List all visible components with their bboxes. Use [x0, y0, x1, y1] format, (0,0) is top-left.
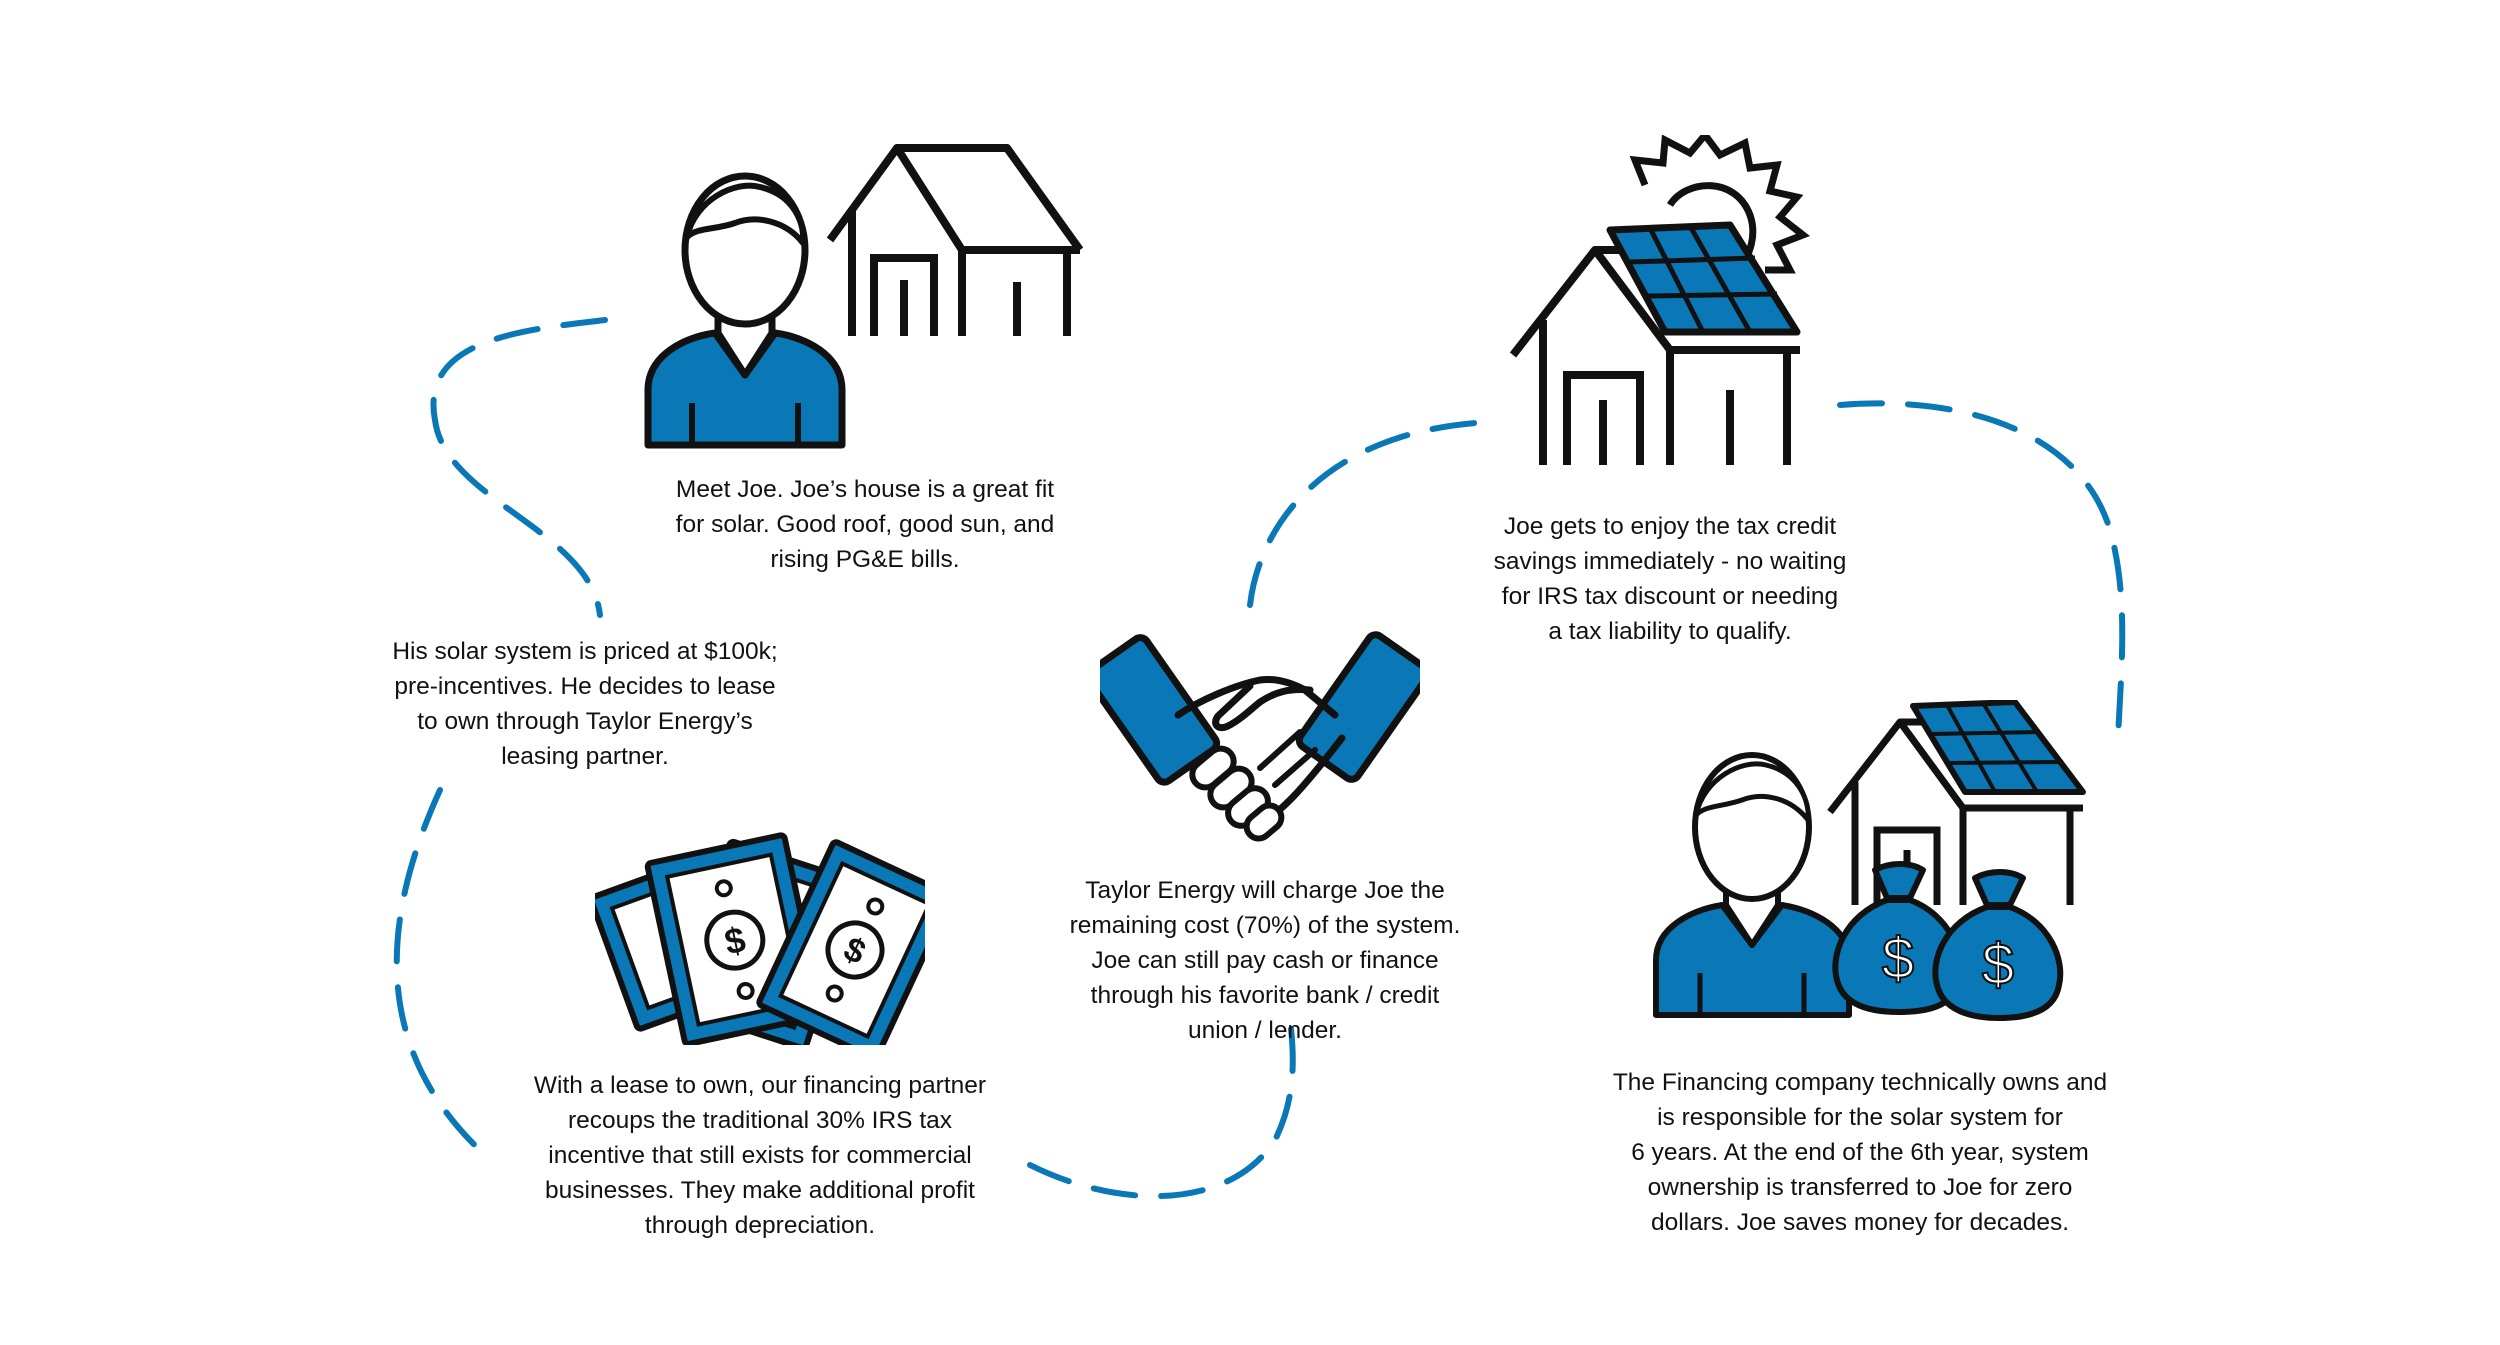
person-icon — [644, 172, 846, 449]
step-tax-credit-text: Joe gets to enjoy the tax credit savings… — [1440, 509, 1900, 649]
solar-house-icon — [1827, 700, 2086, 905]
text-line: union / lender. — [1188, 1017, 1342, 1044]
text-line: Meet Joe. Joe’s house is a great fit — [675, 476, 1055, 503]
text-line: pre-incentives. He decides to lease — [394, 673, 776, 700]
text-line: recoups the traditional 30% IRS tax — [567, 1107, 953, 1134]
house-icon — [826, 144, 1084, 336]
text-line: through his favorite bank / credit — [1090, 982, 1440, 1009]
text-line: is responsible for the solar system for — [1657, 1104, 2063, 1131]
solar-house-icon — [1509, 221, 1801, 465]
text-line: businesses. They make additional profit — [545, 1177, 975, 1204]
text-line: 6 years. At the end of the 6th year, sys… — [1631, 1139, 2089, 1166]
text-line: through depreciation. — [644, 1212, 876, 1239]
text-line: His solar system is priced at $100k; — [392, 638, 778, 665]
text-line: for IRS tax discount or needing — [1501, 583, 1839, 610]
handshake-icon — [1100, 631, 1420, 842]
text-line: Joe gets to enjoy the tax credit — [1503, 513, 1837, 540]
text-line: remaining cost (70%) of the system. — [1069, 912, 1461, 939]
text-line: savings immediately - no waiting — [1493, 548, 1847, 575]
text-line: Taylor Energy will charge Joe the — [1085, 877, 1445, 904]
text-line: The Financing company technically owns a… — [1612, 1069, 2108, 1096]
text-line: With a lease to own, our financing partn… — [533, 1072, 987, 1099]
text-line: ownership is transferred to Joe for zero — [1647, 1174, 2073, 1201]
money-bills-icon: $ $ $ — [595, 832, 925, 1045]
svg-text:$: $ — [1982, 932, 2014, 997]
text-line: for solar. Good roof, good sun, and — [675, 511, 1055, 538]
text-line: dollars. Joe saves money for decades. — [1650, 1209, 2070, 1236]
text-line: rising PG&E bills. — [770, 546, 960, 573]
money-bag-icon: $ $ — [1832, 861, 2064, 1021]
text-line: incentive that still exists for commerci… — [548, 1142, 972, 1169]
text-line: Joe can still pay cash or finance — [1091, 947, 1439, 974]
text-line: leasing partner. — [501, 743, 669, 770]
text-line: a tax liability to qualify. — [1548, 618, 1792, 645]
step-financing-partner-text: With a lease to own, our financing partn… — [480, 1068, 1040, 1243]
step-system-price-text: His solar system is priced at $100k; pre… — [355, 634, 815, 774]
step-meet-joe-text: Meet Joe. Joe’s house is a great fit for… — [625, 472, 1105, 577]
svg-text:$: $ — [1882, 926, 1914, 991]
step-taylor-charge-text: Taylor Energy will charge Joe the remain… — [1030, 873, 1500, 1048]
step-ownership-transfer-text: The Financing company technically owns a… — [1570, 1065, 2150, 1240]
text-line: to own through Taylor Energy’s — [417, 708, 753, 735]
